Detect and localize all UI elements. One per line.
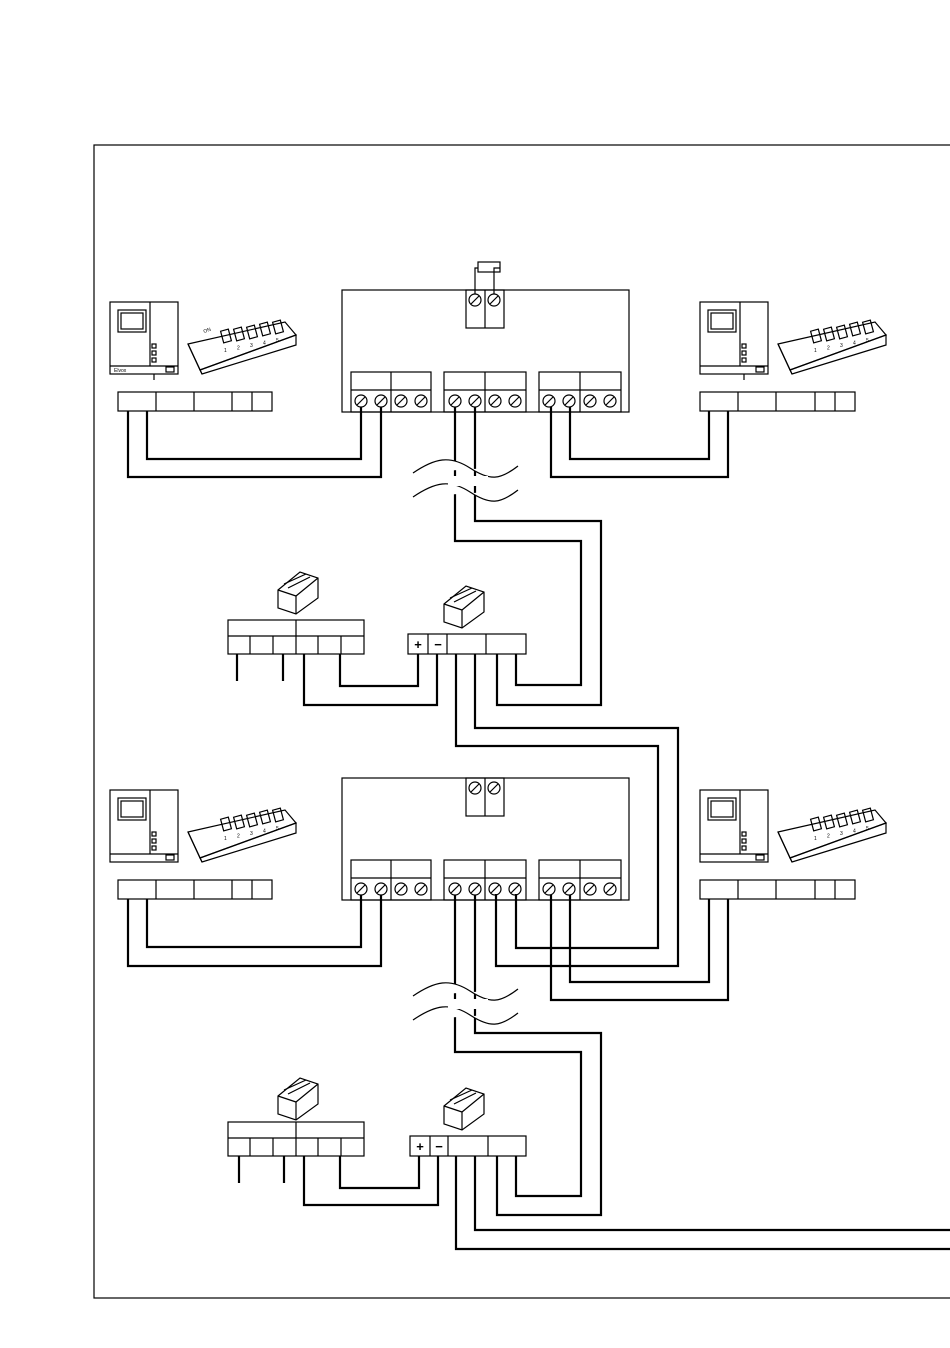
dip-number-label: 1 — [814, 348, 817, 354]
distributor-box-top — [342, 262, 629, 412]
dip-switch-bottom-right — [778, 808, 886, 862]
wires-lower-relay — [239, 1156, 950, 1249]
power-module-upper — [444, 586, 484, 628]
dip-switch-top-right — [778, 320, 886, 374]
dip-number-label: 5 — [276, 826, 279, 832]
distributor-box-bottom — [342, 778, 629, 900]
wires-top — [128, 407, 728, 705]
dip-number-label: 3 — [840, 343, 843, 349]
dip-number-label: 3 — [840, 831, 843, 837]
break-symbol-bottom — [413, 983, 518, 1024]
dip-number-label: 4 — [263, 341, 266, 347]
relay-terminal-upper — [228, 620, 364, 654]
dip-switch-top-left: ON — [188, 320, 296, 374]
minus-label: − — [434, 637, 442, 652]
monitor-top-right — [700, 302, 768, 380]
minus-label: − — [435, 1139, 443, 1154]
plus-label: + — [414, 637, 422, 652]
dip-switch-bottom-left — [188, 808, 296, 862]
dip-on-label: ON — [203, 327, 212, 335]
dip-number-label: 4 — [853, 341, 856, 347]
dip-number-label: 1 — [224, 836, 227, 842]
dip-number-label: 2 — [827, 346, 830, 352]
dip-number-label: 1 — [814, 836, 817, 842]
wires-bottom — [128, 895, 728, 1215]
dip-number-label: 5 — [866, 826, 869, 832]
dip-number-label: 4 — [853, 829, 856, 835]
terminal-strip-top-right — [700, 392, 855, 411]
page-frame — [94, 145, 950, 1298]
break-symbol-top — [413, 460, 518, 501]
dip-number-label: 5 — [276, 338, 279, 344]
dip-number-label: 1 — [224, 348, 227, 354]
terminal-strip-top-left — [118, 392, 272, 411]
monitor-bottom-left — [110, 790, 178, 862]
power-terminal-upper: + − — [408, 634, 526, 654]
terminal-strip-bottom-right — [700, 880, 855, 899]
monitor-bottom-right — [700, 790, 768, 862]
relay-module-upper — [278, 572, 318, 614]
dip-number-label: 2 — [827, 834, 830, 840]
power-terminal-lower: + − — [410, 1136, 526, 1156]
dip-number-label: 5 — [866, 338, 869, 344]
dip-number-label: 4 — [263, 829, 266, 835]
dip-number-label: 2 — [237, 346, 240, 352]
power-module-lower — [444, 1088, 484, 1130]
wires-upper-relay — [237, 654, 678, 966]
terminal-strip-bottom-left — [118, 880, 272, 899]
relay-module-lower — [278, 1078, 318, 1120]
relay-terminal-lower — [228, 1122, 364, 1156]
monitor-brand-label: Elvox — [114, 368, 127, 374]
dip-number-label: 3 — [250, 831, 253, 837]
plus-label: + — [416, 1139, 424, 1154]
dip-number-label: 2 — [237, 834, 240, 840]
dip-number-label: 3 — [250, 343, 253, 349]
monitor-top-left: Elvox — [110, 302, 178, 380]
